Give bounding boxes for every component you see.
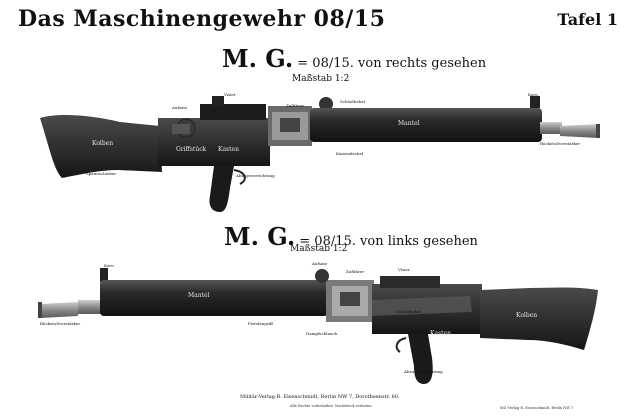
left-view-title: M. G.= 08/15. von links gesehen [224, 222, 478, 251]
right-view-title: M. G.= 08/15. von rechts gesehen [222, 44, 486, 73]
left-label-abzugsvorrichtung: Abzugsvorrichtung [404, 369, 443, 374]
right-label-visier: Visier [224, 92, 236, 97]
right-label-kolben: Kolben [92, 140, 114, 147]
right-label-mantel: Mantel [398, 120, 420, 127]
left-pistol-grip [408, 334, 433, 384]
right-barrel-jacket [310, 108, 542, 142]
left-label-pistolengriff: Pistolengriff [248, 321, 273, 326]
left-view-title-text: = 08/15. von links gesehen [299, 234, 478, 249]
right-label-spannschieber: Spannschieber [86, 171, 117, 176]
left-stock [480, 287, 598, 350]
left-label-korn: Korn [104, 263, 114, 268]
right-view-title-mg: M. G. [222, 44, 294, 73]
left-label-visier: Visier [398, 267, 410, 272]
right-label-griffstueck: Griffstück [176, 146, 207, 153]
left-label-kasten: Kasten [430, 330, 451, 337]
corner-note: Mil.-Verlag R. Eisenschmidt, Berlin NW 7 [500, 406, 574, 410]
left-label-schlosshebel: Schloßhebel [396, 309, 422, 314]
gun-right-view [40, 96, 600, 212]
left-view-title-mg: M. G. [224, 222, 296, 251]
page-title: Das Maschinengewehr 08/15 [18, 6, 386, 32]
left-label-dampfschlauch: Dampfschlauch [306, 331, 338, 336]
copyright-note: Alle Rechte vorbehalten. Nachdruck verbo… [290, 404, 373, 408]
left-muzzle [40, 302, 78, 318]
left-label-mantel: Mantel [188, 292, 210, 299]
right-label-schlosshebel: Schloßhebel [340, 99, 366, 104]
right-label-rueckstossverstaerker: Rückstoßverstärker [540, 141, 581, 146]
right-label-kastendeckel: Kastendeckel [336, 151, 364, 156]
right-view-title-text: = 08/15. von rechts gesehen [297, 56, 487, 71]
left-label-rueckstossverstaerker: Rückstoßverstärker [40, 321, 81, 326]
right-label-aufsatz: Aufsatz [172, 105, 188, 110]
left-view-scale: Maßstab 1:2 [290, 244, 348, 254]
left-barrel-jacket [100, 280, 328, 316]
right-label-zufuehrer: Zuführer [286, 103, 305, 108]
right-stock [40, 115, 162, 178]
right-label-korn: Korn [528, 92, 538, 97]
right-label-abzugsvorrichtung: Abzugsvorrichtung [236, 173, 275, 178]
publisher-line: Militär-Verlag R. Eisenschmidt, Berlin N… [240, 394, 400, 400]
left-label-kolben: Kolben [516, 312, 538, 319]
gun-left-view [38, 268, 598, 384]
left-label-aufsatz: Aufsatz [312, 261, 328, 266]
plate-number: Tafel 1 [557, 10, 618, 29]
right-view-scale: Maßstab 1:2 [292, 74, 350, 84]
left-label-zufuehrer: Zuführer [346, 269, 365, 274]
right-pistol-grip [209, 166, 234, 212]
right-label-kasten: Kasten [218, 146, 239, 153]
